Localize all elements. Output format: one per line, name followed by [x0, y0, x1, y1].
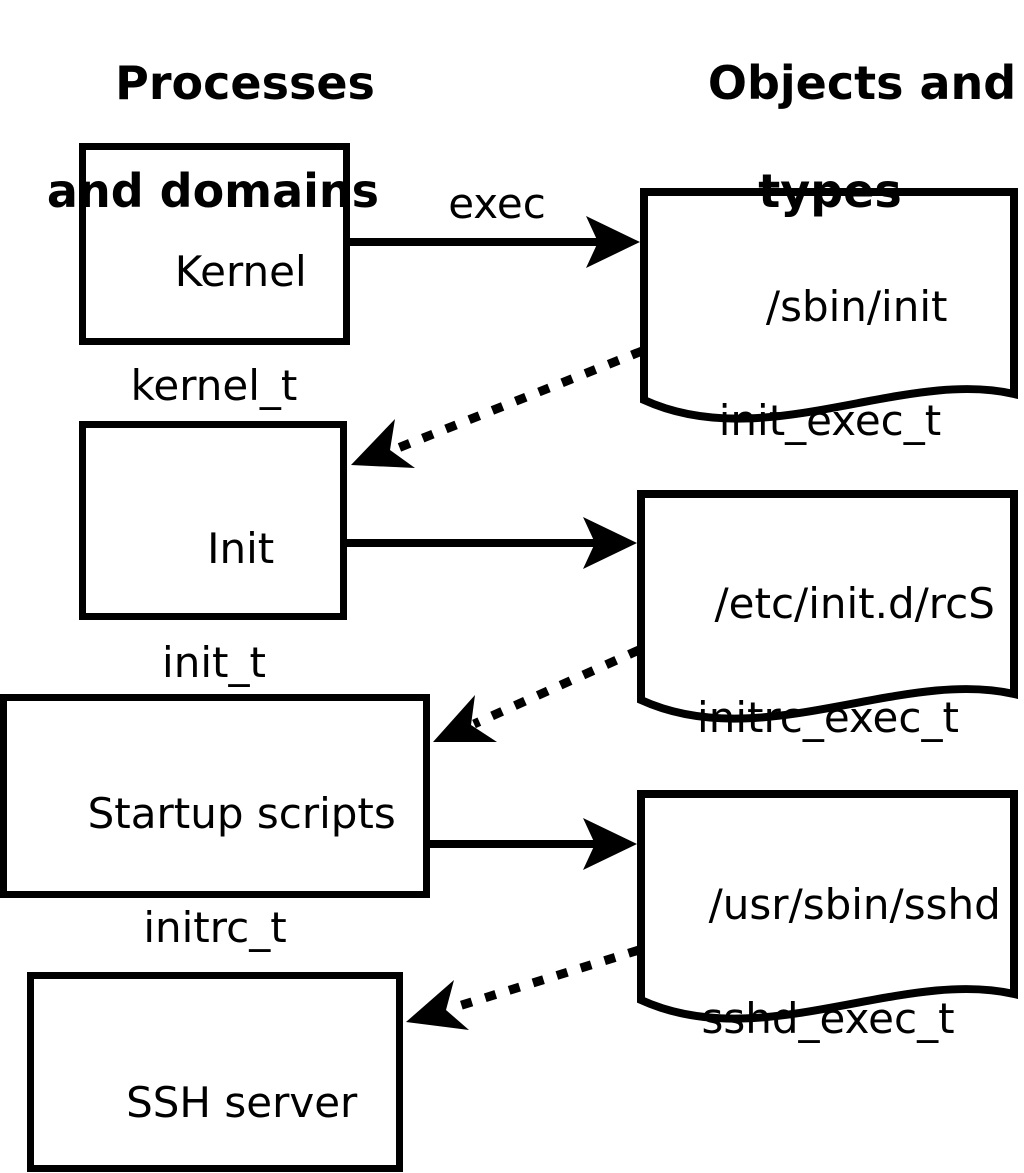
ssh-server-box	[27, 972, 403, 1172]
left-column-header: Processes and domains	[23, 2, 403, 326]
document-shape-etc-initd-rcs	[637, 490, 1018, 723]
ssh-server-box-label: SSH server sshd_t	[30, 1017, 400, 1173]
left-header-line2: and domains	[46, 164, 380, 218]
init-domain-type: init_t	[162, 638, 266, 687]
solid-arrowhead-icon	[583, 818, 637, 870]
dotted-arrow-line	[472, 645, 641, 729]
left-header-line1: Processes	[115, 56, 375, 110]
exec-arrow-label: exec	[448, 179, 546, 228]
dotted-arrow-etc-initd-rcs-to-startup-scripts	[433, 645, 641, 742]
init-process-name: Init	[207, 524, 275, 573]
dotted-arrow-line	[447, 945, 641, 1014]
startup-scripts-process-name: Startup scripts	[87, 789, 396, 838]
usr-sbin-sshd-document-label: /usr/sbin/sshd sshd_exec_t	[650, 819, 1006, 1161]
usr-sbin-sshd-type: sshd_exec_t	[701, 994, 955, 1043]
etc-initd-rcs-path: /etc/init.d/rcS	[714, 579, 995, 628]
dotted-arrow-sbin-init-to-init	[351, 346, 644, 468]
kernel-process-name: Kernel	[174, 247, 307, 296]
startup-scripts-domain-type: initrc_t	[143, 903, 287, 952]
kernel-domain-type: kernel_t	[130, 361, 298, 410]
etc-initd-rcs-type: initrc_exec_t	[697, 693, 959, 742]
startup-scripts-box-label: Startup scripts initrc_t	[5, 728, 425, 1070]
kernel-box-label: Kernel kernel_t	[84, 186, 344, 528]
right-header-line1: Objects and	[707, 56, 1017, 110]
document-shape-usr-sbin-sshd	[637, 790, 1018, 1023]
right-column-header: Objects and types	[640, 2, 1020, 326]
solid-arrow-startup-scripts-to-usr-sbin-sshd	[426, 818, 637, 870]
init-box	[79, 421, 347, 620]
document-shape-sbin-init	[640, 188, 1018, 423]
ssh-server-process-name: SSH server	[126, 1078, 358, 1127]
usr-sbin-sshd-path: /usr/sbin/sshd	[708, 880, 1001, 929]
sbin-init-document-label: /sbin/init init_exec_t	[654, 221, 1006, 563]
dotted-arrowhead-icon	[433, 695, 497, 742]
init-box-label: Init init_t	[84, 463, 344, 805]
solid-arrow-init-to-etc-initd-rcs	[343, 517, 637, 569]
dotted-arrow-line	[396, 346, 644, 453]
dotted-arrow-usr-sbin-sshd-to-ssh-server	[406, 945, 641, 1030]
solid-arrowhead-icon	[586, 216, 640, 268]
sbin-init-path: /sbin/init	[765, 282, 948, 331]
startup-scripts-box	[0, 694, 430, 898]
right-header-line2: types	[758, 164, 902, 218]
dotted-arrowhead-icon	[406, 980, 469, 1030]
dotted-arrowhead-icon	[351, 419, 415, 468]
kernel-box	[79, 143, 350, 345]
etc-initd-rcs-document-label: /etc/init.d/rcS initrc_exec_t	[650, 518, 1006, 860]
solid-arrow-kernel-to-sbin-init	[346, 216, 640, 268]
solid-arrowhead-icon	[583, 517, 637, 569]
sbin-init-type: init_exec_t	[718, 396, 942, 445]
